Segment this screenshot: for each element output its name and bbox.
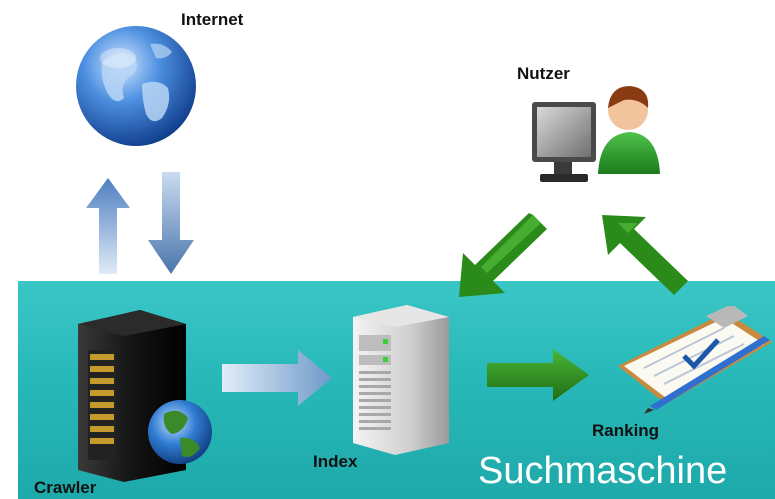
index-server-icon — [345, 305, 457, 455]
arrow-up-icon — [84, 178, 132, 274]
green-arrow-down-left-icon — [455, 213, 549, 299]
globe-icon — [72, 22, 200, 150]
nutzer-label: Nutzer — [517, 64, 570, 83]
clipboard-checklist-icon — [614, 306, 774, 416]
crawler-label: Crawler — [34, 478, 97, 497]
arrow-down-icon — [146, 172, 196, 274]
ranking-label: Ranking — [592, 421, 660, 440]
internet-label: Internet — [181, 10, 244, 29]
server-tower-icon — [78, 310, 214, 482]
index-label: Index — [313, 452, 358, 471]
arrow-right-blue-icon — [222, 350, 334, 406]
user-at-computer-icon — [528, 78, 664, 198]
arrow-right-green-icon — [487, 349, 591, 401]
search-engine-title: Suchmaschine — [478, 450, 728, 492]
green-arrow-up-left-icon — [598, 213, 690, 297]
